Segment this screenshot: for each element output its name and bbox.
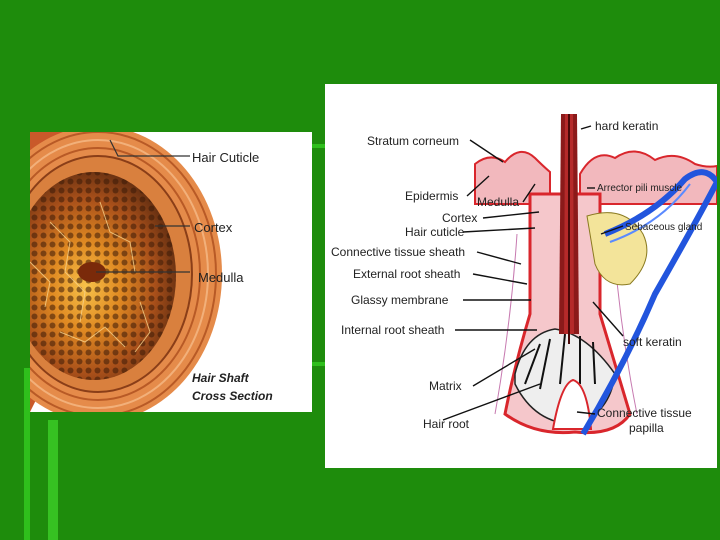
label-stratum-corneum: Stratum corneum — [367, 134, 459, 148]
label-glassy-membrane: Glassy membrane — [351, 293, 449, 307]
label-epidermis: Epidermis — [405, 189, 458, 203]
label-medulla: Medulla — [477, 195, 519, 209]
label-soft-keratin: soft keratin — [623, 335, 682, 349]
label-arrector-pili-muscle: Arrector pili muscle — [597, 183, 682, 194]
label-internal-root-sheath: Internal root sheath — [341, 323, 444, 337]
sebaceous-gland — [586, 212, 648, 286]
label-connective-tissue-papilla-1: Connective tissue — [597, 406, 692, 420]
decor-bar — [300, 362, 330, 366]
cross-section-illustration: Hair Cuticle Cortex Medulla Hair Shaft C… — [30, 132, 312, 412]
caption-line-1: Hair Shaft — [192, 371, 250, 385]
hair-follicle-diagram: Stratum corneum hard keratin Epidermis M… — [325, 84, 717, 468]
label-hair-cuticle: Hair Cuticle — [192, 150, 259, 165]
label-connective-tissue-papilla-2: papilla — [629, 421, 664, 435]
arrector-pili-muscle — [580, 169, 717, 436]
label-hair-root: Hair root — [423, 417, 470, 431]
label-sebaceous-gland: Sebaceous gland — [625, 222, 702, 233]
label-cortex: Cortex — [194, 220, 233, 235]
decor-bar — [300, 144, 330, 148]
label-hair-cuticle: Hair cuticle — [405, 225, 465, 239]
label-connective-tissue-sheath: Connective tissue sheath — [331, 245, 465, 259]
decor-bar — [24, 368, 30, 540]
label-medulla: Medulla — [198, 270, 244, 285]
label-cortex: Cortex — [442, 211, 477, 225]
caption-line-2: Cross Section — [192, 389, 273, 403]
decor-bar — [48, 420, 58, 540]
medulla-region — [78, 262, 106, 282]
label-external-root-sheath: External root sheath — [353, 267, 460, 281]
label-hard-keratin: hard keratin — [595, 119, 658, 133]
label-matrix: Matrix — [429, 379, 462, 393]
follicle-illustration: Stratum corneum hard keratin Epidermis M… — [325, 84, 717, 468]
epidermis-band — [474, 150, 717, 205]
hair-shaft-cross-section-image: Hair Cuticle Cortex Medulla Hair Shaft C… — [30, 132, 312, 412]
